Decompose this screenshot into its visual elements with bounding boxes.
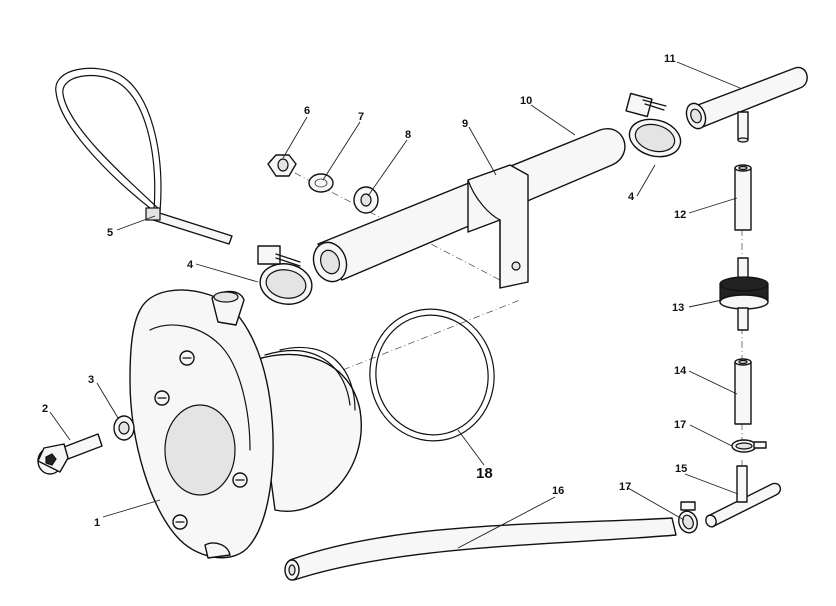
- callout-1: 1: [94, 517, 100, 529]
- hose-clamp-part-4-lower: [257, 245, 313, 305]
- hose-clamp-part-4-upper: [625, 92, 682, 158]
- bracket-part-9: [467, 164, 529, 289]
- callout-16: 16: [552, 485, 564, 497]
- o-ring-part-18: [369, 308, 495, 442]
- callout-7: 7: [358, 111, 364, 123]
- callout-18: 18: [476, 465, 493, 482]
- callout-labels: 1 2 3 4 4 5 6 7 8 9 10 11 12 13 14 15 16…: [42, 53, 687, 529]
- inline-filter-part-13: [719, 257, 769, 331]
- callout-15: 15: [675, 463, 687, 475]
- callout-17-lower: 17: [619, 481, 631, 493]
- bolt-part-2: [37, 433, 103, 475]
- callout-9: 9: [462, 118, 468, 130]
- callout-17-right: 17: [674, 419, 686, 431]
- callout-3: 3: [88, 374, 94, 386]
- vacuum-pump-part-1: [129, 289, 362, 559]
- hex-nut-part-6: [267, 154, 297, 177]
- leader-lines: [49, 61, 741, 549]
- callout-10: 10: [520, 95, 532, 107]
- short-hose-part-12: [734, 164, 752, 231]
- callout-4-upper: 4: [628, 191, 635, 203]
- spring-clip-part-17-lower: [678, 501, 698, 534]
- callout-8: 8: [405, 129, 411, 141]
- callout-6: 6: [304, 105, 310, 117]
- callout-5: 5: [107, 227, 113, 239]
- lock-washer-part-7: [308, 173, 334, 193]
- callout-4-lower: 4: [187, 259, 194, 271]
- long-hose-part-16: [284, 517, 677, 581]
- callout-2: 2: [42, 403, 48, 415]
- callout-13: 13: [672, 302, 684, 314]
- cable-tie-part-5: [55, 67, 233, 245]
- washer-part-3: [113, 415, 135, 441]
- t-connector-part-15: [705, 465, 782, 528]
- callout-14: 14: [674, 365, 687, 377]
- spring-clip-part-17-right: [731, 439, 767, 453]
- callout-12: 12: [674, 209, 686, 221]
- t-fitting-part-11: [685, 66, 808, 143]
- short-hose-part-14: [734, 358, 752, 425]
- callout-11: 11: [664, 53, 676, 65]
- flat-washer-part-8: [353, 186, 379, 214]
